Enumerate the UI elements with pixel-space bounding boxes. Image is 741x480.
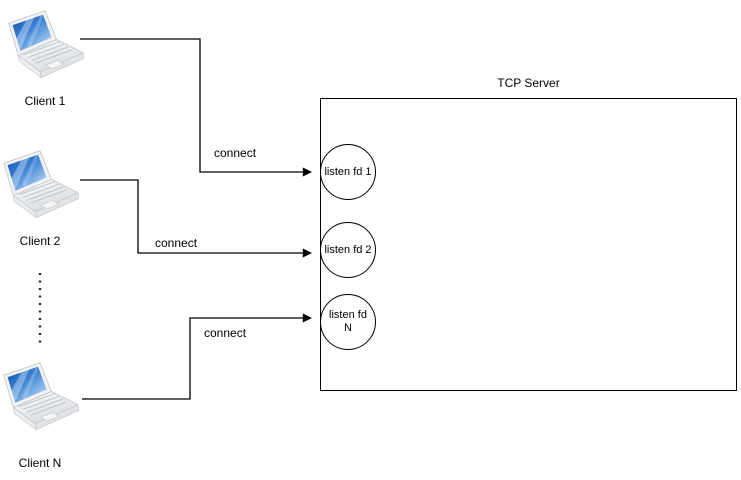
laptop-icon: [0, 360, 83, 440]
connector-clientN-arrow: [82, 313, 312, 400]
listen-fd-n-circle: listen fd N: [320, 294, 376, 350]
client-n: Client N: [0, 360, 83, 470]
listen-fd-n-label-line2: N: [344, 322, 352, 334]
client-n-label: Client N: [18, 456, 62, 470]
connector-client1-arrow: [80, 38, 312, 177]
connect-label-3: connect: [204, 326, 247, 340]
client-1: Client 1: [2, 8, 88, 108]
listen-fd-1-circle: listen fd 1: [320, 144, 376, 200]
listen-fd-1-label: listen fd 1: [324, 165, 372, 178]
client-2: Client 2: [0, 148, 83, 248]
listen-fd-n-label-line1: listen fd: [329, 309, 367, 321]
laptop-icon: [0, 148, 83, 228]
client-2-label: Client 2: [19, 234, 61, 248]
tcp-server-box: [320, 98, 737, 391]
connect-label-2: connect: [155, 236, 198, 250]
client-1-label: Client 1: [24, 94, 66, 108]
listen-fd-2-label: listen fd 2: [324, 243, 372, 256]
laptop-icon: [2, 8, 88, 88]
tcp-server-title: TCP Server: [497, 76, 560, 90]
connector-client2-arrow: [80, 179, 312, 258]
listen-fd-2-circle: listen fd 2: [320, 222, 376, 278]
connect-label-1: connect: [214, 146, 257, 160]
